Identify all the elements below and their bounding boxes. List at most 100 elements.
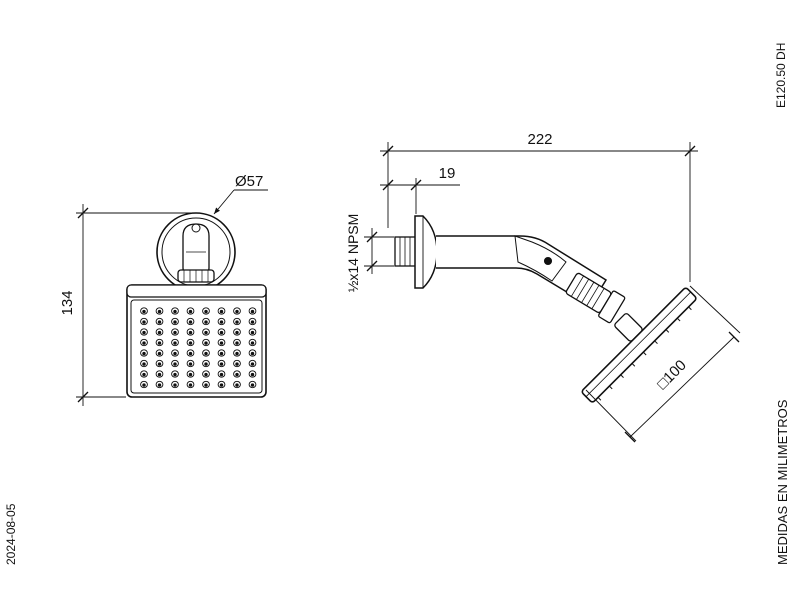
nozzle — [186, 380, 195, 389]
nozzle-hole — [188, 341, 193, 345]
nozzle — [186, 338, 195, 347]
nozzle — [202, 370, 210, 378]
nozzle — [155, 380, 164, 389]
nozzle — [171, 307, 179, 315]
nozzle-hole — [219, 341, 224, 345]
nozzle-hole — [173, 330, 177, 335]
nozzle — [186, 317, 195, 326]
nozzle-hole — [188, 330, 193, 335]
nozzle-hole — [188, 383, 193, 387]
nozzle — [233, 359, 241, 368]
nozzle — [233, 380, 241, 389]
nozzle-hole — [173, 383, 177, 387]
offset-dimension-label: 19 — [439, 165, 456, 182]
nozzle-hole — [142, 320, 146, 324]
nozzle — [155, 307, 164, 315]
nozzle — [202, 317, 210, 326]
nozzle — [140, 349, 148, 357]
units-note: MEDIDAS EN MILIMETROS — [775, 399, 790, 565]
nozzle-hole — [250, 351, 255, 356]
nozzle — [171, 317, 179, 326]
nozzle — [233, 370, 241, 378]
nozzle-hole — [142, 351, 146, 356]
nozzle-hole — [235, 372, 239, 377]
nozzle — [186, 370, 195, 378]
nozzle-hole — [219, 330, 224, 335]
nozzle — [186, 359, 195, 368]
nozzle — [140, 370, 148, 378]
nozzle — [186, 307, 195, 315]
nozzle-hole — [188, 351, 193, 356]
nozzle — [140, 338, 148, 347]
flange-diameter-label: Ø57 — [235, 173, 263, 190]
nozzle-hole — [250, 362, 255, 366]
nozzle-hole — [157, 362, 162, 366]
nozzle — [155, 317, 164, 326]
nozzle-hole — [204, 320, 208, 324]
nozzle — [155, 328, 164, 336]
nozzle — [171, 349, 179, 357]
nozzle-hole — [235, 362, 239, 366]
nozzle-hole — [173, 372, 177, 377]
nozzle — [217, 328, 226, 336]
nozzle-hole — [250, 309, 255, 314]
nozzle-hole — [204, 341, 208, 345]
shower-head-profile — [581, 287, 697, 403]
nozzle-hole — [142, 372, 146, 377]
nozzle-hole — [157, 372, 162, 377]
nozzle — [155, 349, 164, 357]
nozzle — [140, 359, 148, 368]
head-size-label: □100 — [654, 357, 690, 393]
nozzle-hole — [250, 341, 255, 345]
front-view — [126, 212, 267, 398]
nozzle — [140, 317, 148, 326]
nozzle-hole — [157, 341, 162, 345]
side-dimensions — [364, 142, 741, 443]
nozzle-hole — [142, 309, 146, 314]
nozzle — [171, 328, 179, 336]
nozzle — [186, 328, 195, 336]
nozzle — [155, 338, 164, 347]
nozzle-hole — [188, 309, 193, 314]
nozzle-hole — [204, 351, 208, 356]
nozzle-hole — [173, 309, 177, 314]
nozzle-hole — [235, 309, 239, 314]
nozzle — [202, 338, 210, 347]
nozzle — [171, 338, 179, 347]
nozzle-hole — [204, 383, 208, 387]
nozzle-hole — [219, 351, 224, 356]
nozzle — [202, 328, 210, 336]
nozzle-hole — [204, 330, 208, 335]
nozzle-hole — [173, 351, 177, 356]
nozzle-hole — [188, 372, 193, 377]
nozzle — [248, 338, 257, 347]
thread-spec-label: ½x14 NPSM — [345, 214, 361, 293]
nozzle-hole — [235, 351, 239, 356]
nozzle-hole — [219, 383, 224, 387]
nozzle-hole — [235, 320, 239, 324]
nozzle — [217, 317, 226, 326]
height-dimension-label: 134 — [59, 290, 76, 315]
nozzle — [202, 359, 210, 368]
nozzle-grid — [140, 307, 257, 389]
nozzle-hole — [142, 362, 146, 366]
nozzle — [186, 349, 195, 357]
side-view — [394, 215, 697, 403]
nozzle — [140, 380, 148, 389]
nozzle-hole — [250, 383, 255, 387]
nozzle — [248, 370, 257, 378]
nozzle — [202, 349, 210, 357]
nozzle — [248, 328, 257, 336]
nozzle — [233, 328, 241, 336]
nozzle-hole — [219, 372, 224, 377]
nozzle — [233, 307, 241, 315]
nozzle-hole — [219, 309, 224, 314]
nozzle-hole — [142, 341, 146, 345]
nozzle-hole — [188, 362, 193, 366]
nozzle-hole — [142, 330, 146, 335]
nozzle — [248, 317, 257, 326]
nozzle — [233, 338, 241, 347]
nozzle — [202, 307, 210, 315]
nozzle-hole — [157, 320, 162, 324]
